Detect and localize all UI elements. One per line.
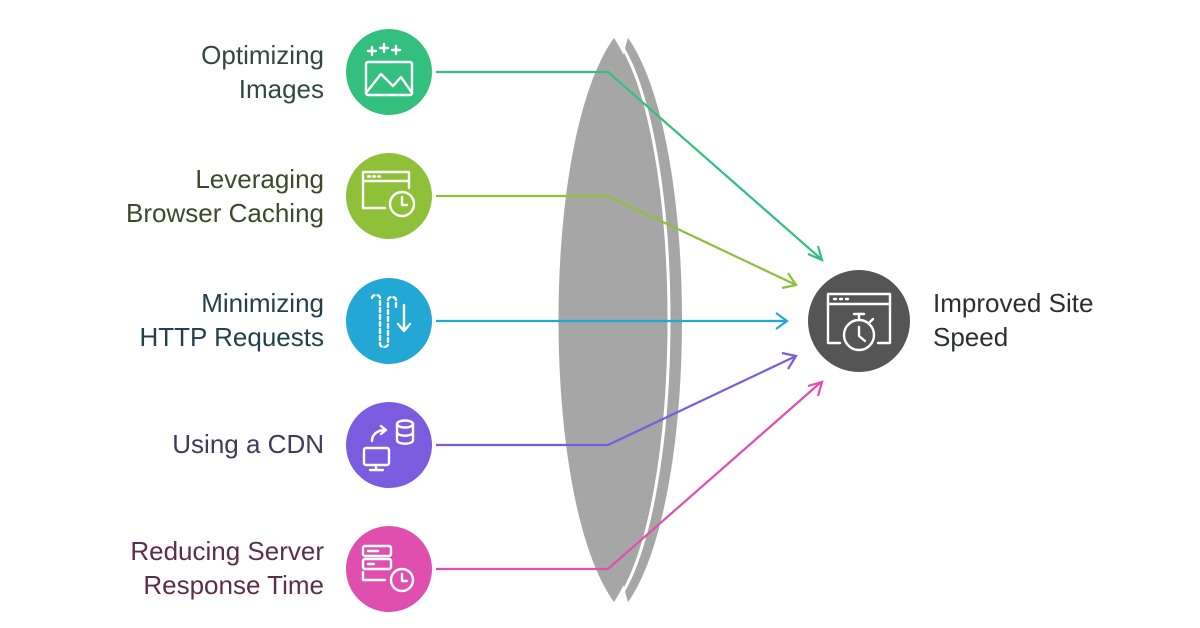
browser-stopwatch-icon xyxy=(826,292,892,352)
label-browser-caching: Leveraging Browser Caching xyxy=(24,162,324,230)
label-line-2: Images xyxy=(238,74,324,104)
node-improved-site-speed xyxy=(808,270,910,372)
arrowhead-optimizing-images xyxy=(807,245,824,262)
connector-cdn xyxy=(436,356,795,447)
arrowhead-browser-caching xyxy=(781,272,798,290)
connectors xyxy=(436,70,824,571)
node-browser-caching xyxy=(346,153,432,239)
label-cdn: Using a CDN xyxy=(24,427,324,461)
node-circle-optimizing-images xyxy=(346,29,432,115)
label-line-2: Response Time xyxy=(143,570,324,600)
label-line-1: Improved Site xyxy=(933,288,1094,318)
label-line-1: Optimizing xyxy=(201,40,324,70)
label-line-1: Leveraging xyxy=(195,164,324,194)
label-line-1: Minimizing xyxy=(201,288,324,318)
label-line-2: HTTP Requests xyxy=(139,322,324,352)
arrowhead-cdn xyxy=(781,351,798,370)
image-sparkle-icon xyxy=(364,42,414,97)
arrowhead-http-requests xyxy=(775,312,789,330)
node-http-requests xyxy=(346,278,432,364)
node-cdn xyxy=(346,402,432,488)
node-circle-cdn xyxy=(346,402,432,488)
label-line-1: Using a CDN xyxy=(172,429,324,459)
node-server-response xyxy=(346,526,432,612)
node-optimizing-images xyxy=(346,29,432,115)
server-transfer-icon xyxy=(362,419,415,472)
label-line-2: Speed xyxy=(933,322,1009,352)
connector-optimizing-images xyxy=(436,70,821,259)
node-circle-browser-caching xyxy=(346,153,432,239)
label-http-requests: Minimizing HTTP Requests xyxy=(24,286,324,354)
label-server-response: Reducing Server Response Time xyxy=(24,534,324,602)
path-arrow-icon xyxy=(370,293,412,349)
server-clock-icon xyxy=(361,544,415,593)
browser-clock-icon xyxy=(361,170,416,218)
arrowhead-server-response xyxy=(807,380,824,397)
connector-browser-caching xyxy=(436,194,795,285)
connector-server-response xyxy=(436,382,821,571)
label-line-1: Reducing Server xyxy=(130,536,324,566)
label-optimizing-images: Optimizing Images xyxy=(24,38,324,106)
label-line-2: Browser Caching xyxy=(126,198,324,228)
label-improved-site-speed: Improved Site Speed xyxy=(933,286,1163,354)
